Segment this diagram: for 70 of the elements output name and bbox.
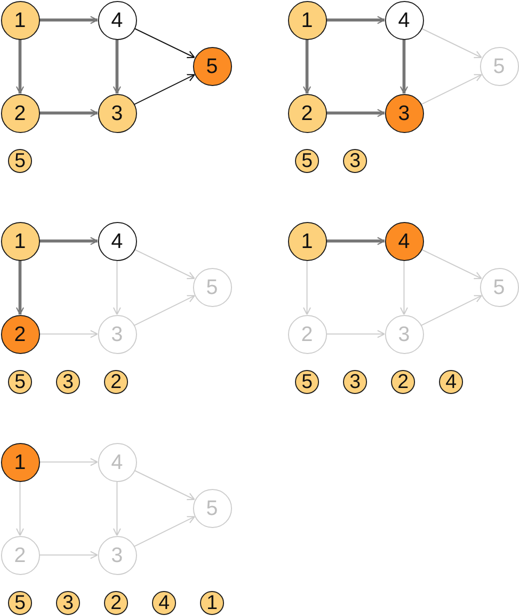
arrow [39,550,98,560]
arrow [39,458,98,466]
graph-node: 5 [192,488,232,528]
stack-node: 3 [56,591,80,615]
stack-node: 1 [200,591,224,615]
arrow [302,260,312,316]
stack-node: 2 [391,370,415,394]
stack-node: 3 [56,370,80,394]
arrow [400,40,408,94]
graph-node: 3 [384,94,424,132]
arrow [326,236,386,246]
graph-node: 5 [192,268,232,306]
graph-node: 1 [0,442,40,482]
graph-node: 2 [0,536,40,574]
stack-node: 2 [104,370,128,394]
graph-node: 4 [98,222,136,260]
stack-node: 3 [343,370,367,394]
arrow [112,40,122,94]
arrow [134,74,196,105]
stack-node: 3 [343,149,367,173]
arrow [134,470,195,500]
arrow [326,16,386,24]
graph-node: 1 [0,222,40,260]
arrow [326,330,386,338]
arrow [421,28,482,58]
arrow [16,260,24,316]
arrow [420,74,482,105]
graph-node: 3 [98,536,136,574]
arrow [112,481,122,536]
arrow [40,108,98,118]
graph-node: 4 [98,442,136,482]
graph-node: 4 [98,0,136,40]
stack-node: 2 [104,591,128,615]
graph-node: 5 [480,46,518,86]
graph-node: 3 [98,314,136,354]
arrow [134,516,196,547]
stack-node: 5 [8,149,32,173]
arrow [326,108,386,118]
graph-node: 1 [288,0,326,40]
graph-node: 4 [384,0,424,40]
stack-node: 4 [152,591,176,615]
arrow [40,236,98,246]
arrow [39,330,98,338]
arrow [134,249,195,280]
stack-node: 5 [8,370,32,394]
graph-node: 1 [0,0,40,40]
graph-node: 1 [288,222,326,260]
arrow [421,249,482,280]
stack-node: 5 [295,370,319,394]
graph-node: 3 [98,94,136,132]
graph-node: 2 [288,314,326,354]
arrow [40,16,98,24]
graph-node: 5 [192,46,232,86]
graph-node: 3 [384,314,424,354]
arrow [112,260,122,316]
graph-node: 4 [384,222,424,260]
graph-node: 2 [0,94,40,132]
arrow [16,481,24,536]
arrow [134,295,196,326]
graph-node: 2 [0,314,40,354]
graph-node: 2 [288,94,326,132]
stack-node: 4 [439,370,463,394]
graph-node: 5 [480,268,518,306]
arrow [400,260,408,316]
arrow [134,28,195,58]
arrow [420,295,482,326]
stack-node: 5 [8,591,32,615]
arrow [302,40,312,94]
stack-node: 5 [295,149,319,173]
arrow [16,40,24,94]
